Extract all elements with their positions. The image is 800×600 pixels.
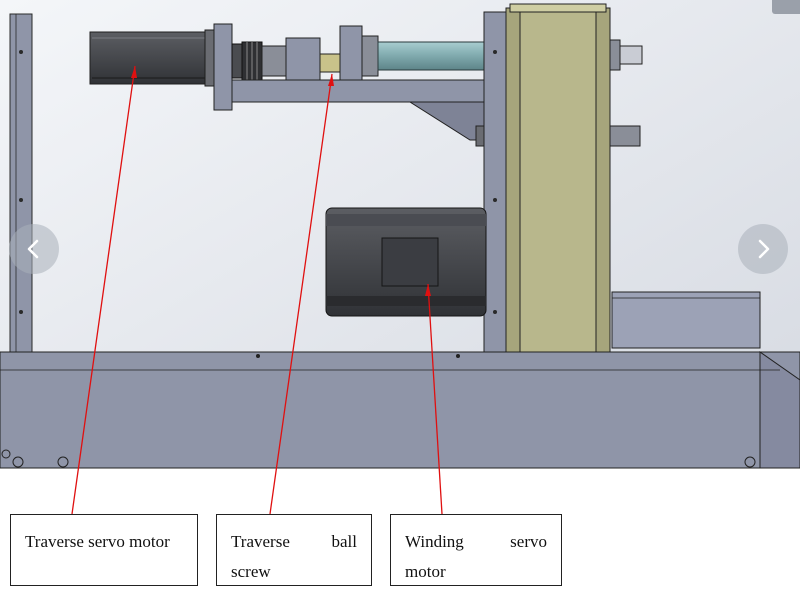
traverse-beam bbox=[231, 79, 491, 141]
pointer-traverse-servo-motor bbox=[71, 65, 136, 515]
winding-servo-motor bbox=[325, 207, 487, 317]
left-frame-post bbox=[9, 13, 33, 353]
arrowhead-traverse-servo-motor bbox=[131, 66, 137, 78]
annotation-lines bbox=[71, 65, 443, 515]
label-text: Traverse ball screw bbox=[231, 532, 357, 581]
label-winding-servo-motor: Winding servo motor bbox=[390, 514, 562, 586]
arrowhead-traverse-ball-screw bbox=[328, 74, 334, 86]
chevron-right-icon bbox=[758, 239, 770, 259]
label-traverse-servo-motor: Traverse servo motor bbox=[10, 514, 198, 586]
right-side-block bbox=[611, 291, 761, 349]
chevron-left-icon bbox=[27, 239, 39, 259]
base-table bbox=[0, 351, 800, 469]
pointer-winding-servo-motor bbox=[427, 283, 443, 515]
right-frame-column bbox=[483, 11, 507, 353]
arrowhead-winding-servo-motor bbox=[425, 284, 431, 296]
prev-slide-button[interactable] bbox=[9, 224, 59, 274]
label-text: Traverse servo motor bbox=[25, 532, 170, 551]
coupling bbox=[231, 37, 321, 81]
corner-tab bbox=[772, 0, 800, 14]
winding-gearbox bbox=[475, 3, 643, 353]
traverse-ball-screw bbox=[319, 25, 491, 85]
next-slide-button[interactable] bbox=[738, 224, 788, 274]
label-traverse-ball-screw: Traverse ball screw bbox=[216, 514, 372, 586]
pointer-traverse-ball-screw bbox=[269, 73, 333, 515]
traverse-servo-motor bbox=[89, 23, 233, 111]
label-text: Winding servo motor bbox=[405, 532, 547, 581]
